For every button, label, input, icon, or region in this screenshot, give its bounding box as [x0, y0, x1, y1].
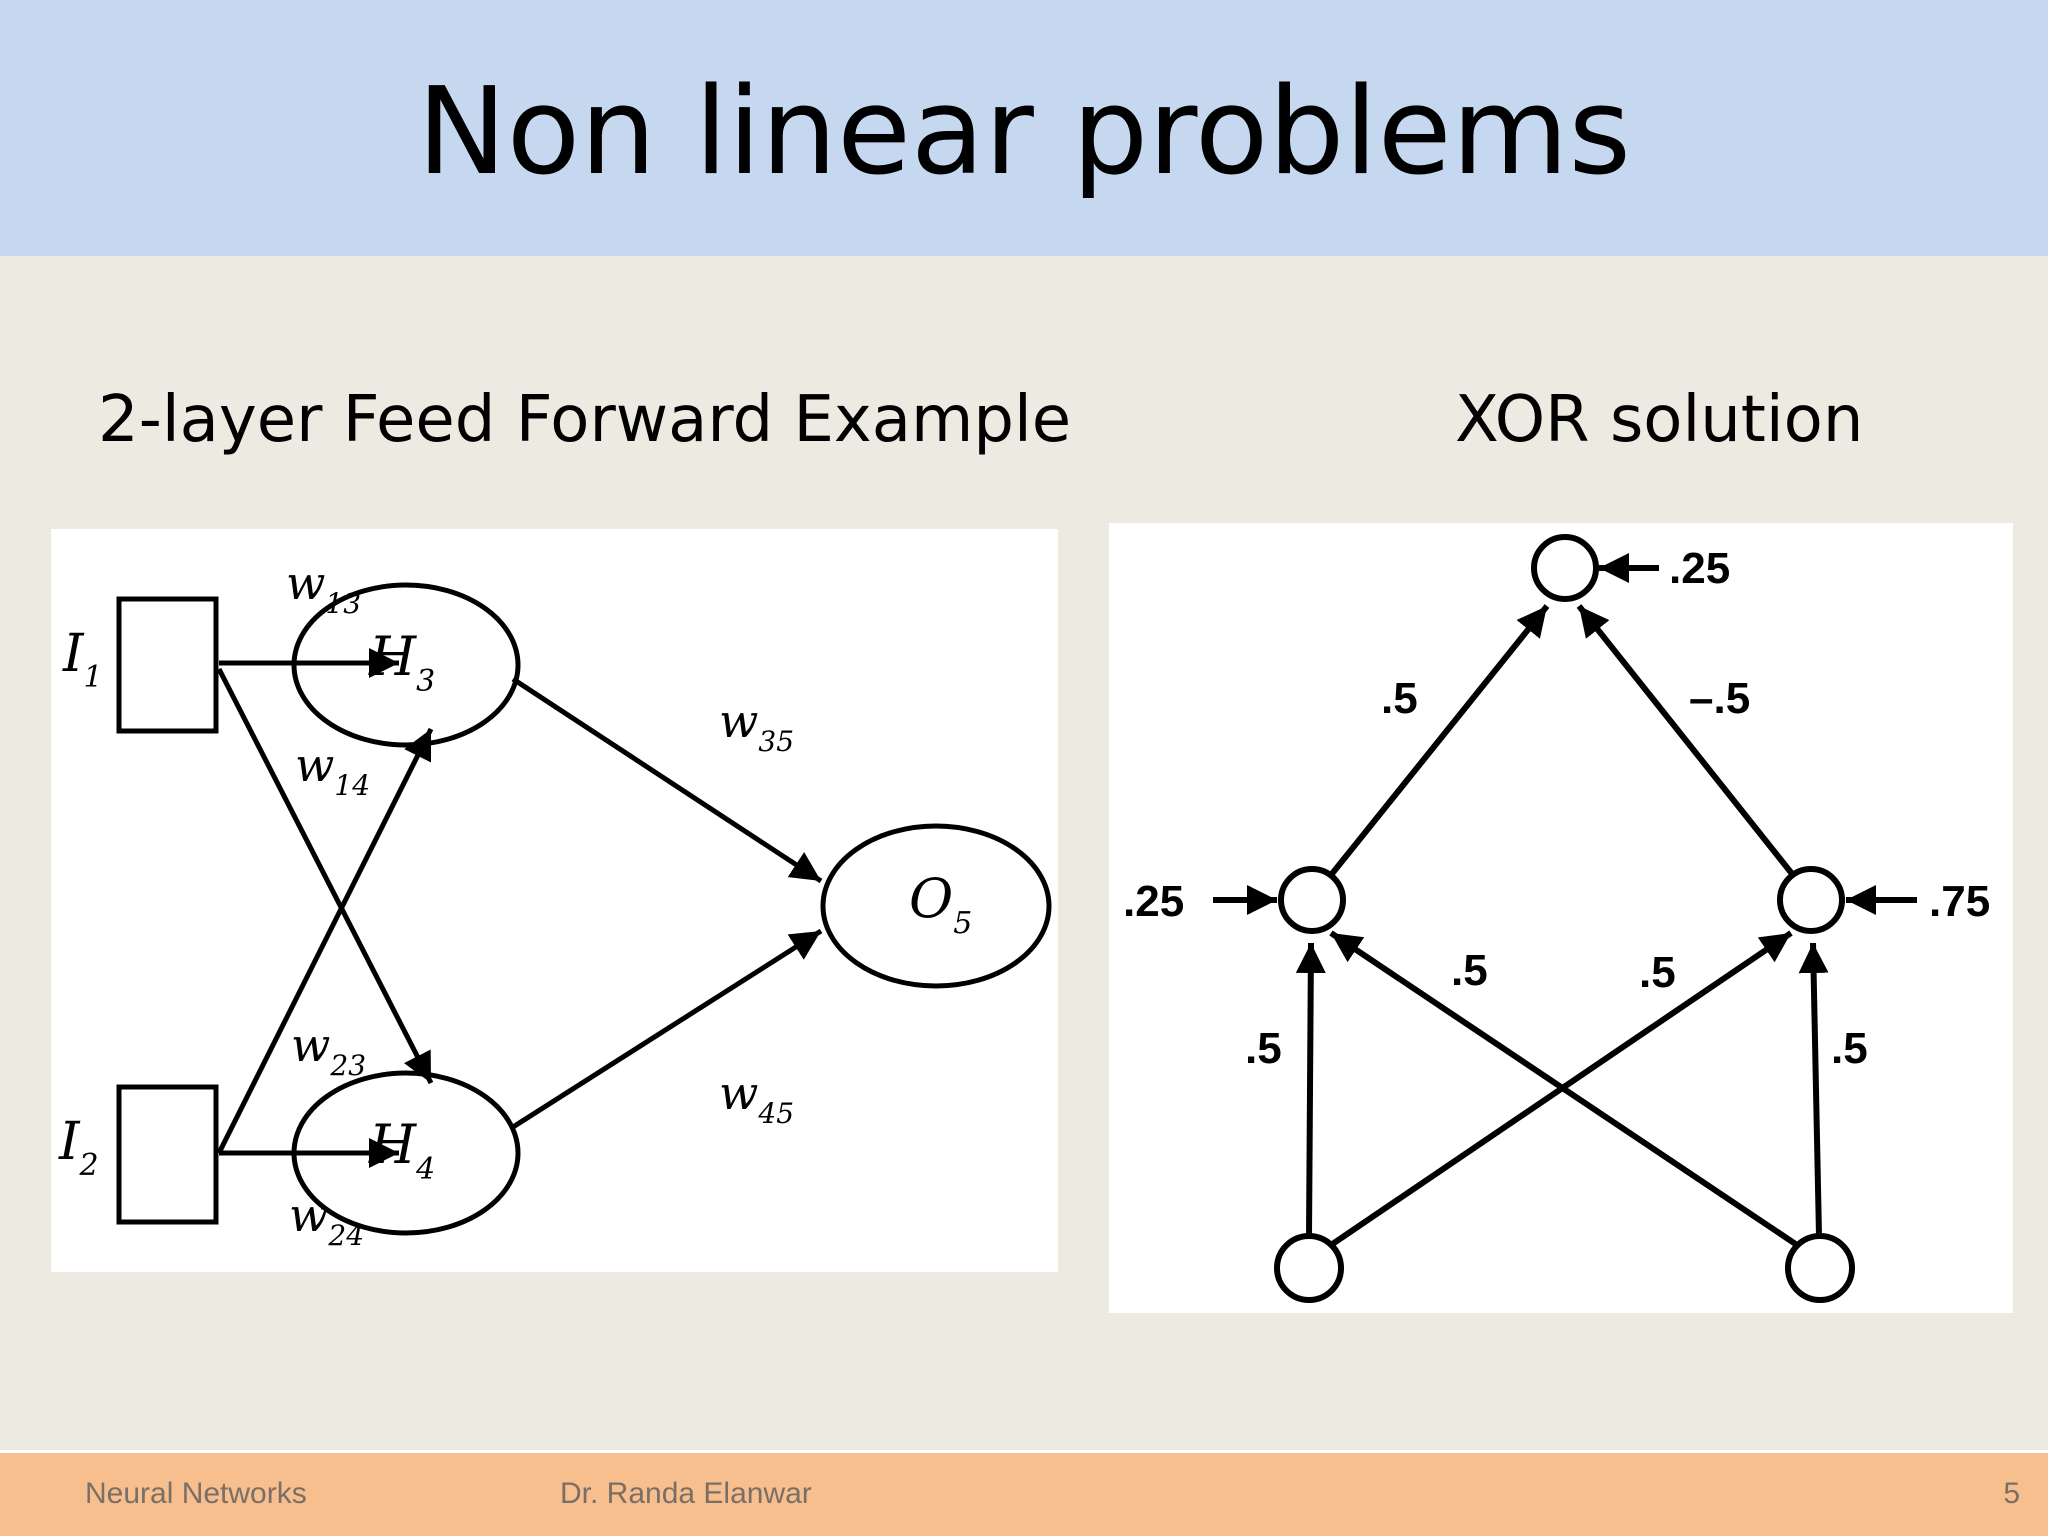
feed-forward-diagram: I1 I2 H3 H4 O5 w13 w14 w23 w24 w35 w45: [51, 529, 1058, 1272]
input-node-1: [116, 596, 219, 734]
xor-edge-inright-to-left: [1329, 930, 1799, 1248]
footer-bar: Neural Networks Dr. Randa Elanwar 5: [0, 1453, 2048, 1536]
footer-page-number: 5: [2003, 1477, 2020, 1510]
weight-label-13: w13: [286, 556, 361, 620]
xor-weight-left-output: .5: [1381, 674, 1418, 723]
input-label-1: I1: [62, 624, 103, 695]
footer-course: Neural Networks: [85, 1477, 307, 1510]
xor-right-hidden-bias: .75: [1929, 877, 1990, 926]
xor-input-node-right: [1785, 1233, 1855, 1303]
xor-edge-inright-to-right: [1798, 942, 1829, 1237]
subtitle-xor: XOR solution: [1455, 383, 1864, 457]
xor-weight-inright-left: .5: [1451, 946, 1488, 995]
edge-2-3: [216, 727, 434, 1155]
xor-weight-inleft-right: .5: [1639, 948, 1676, 997]
hidden-label-4: H4: [368, 1113, 435, 1187]
xor-output-node: [1531, 534, 1599, 602]
xor-weight-inright-right: .5: [1831, 1024, 1868, 1073]
subtitle-feed-forward: 2-layer Feed Forward Example: [98, 383, 1072, 457]
slide-title: Non linear problems: [416, 63, 1631, 202]
edge-3-5: [511, 676, 823, 884]
output-label-5: O5: [909, 867, 972, 941]
input-node-2: [116, 1084, 219, 1225]
output-node-5: [820, 823, 1052, 989]
xor-left-hidden-bias: .25: [1123, 877, 1184, 926]
edge-4-5: [511, 928, 823, 1130]
xor-edge-inleft-to-left: [1295, 942, 1326, 1237]
weight-label-24: w24: [289, 1188, 364, 1252]
weight-label-23: w23: [291, 1018, 366, 1082]
xor-edge-left-to-output: [1328, 604, 1550, 877]
weight-label-35: w35: [719, 694, 794, 758]
xor-weight-inleft-left: .5: [1245, 1024, 1282, 1073]
xor-hidden-node-left: [1278, 866, 1346, 934]
xor-input-node-left: [1274, 1233, 1344, 1303]
xor-diagram: .25 .25 .75 .5 –.5 .5 .5 .5 .5: [1109, 523, 2013, 1313]
xor-output-bias: .25: [1669, 544, 1730, 593]
input-label-2: I2: [58, 1112, 99, 1183]
footer-divider: [0, 1450, 2048, 1453]
xor-weight-right-output: –.5: [1689, 674, 1750, 723]
footer-author: Dr. Randa Elanwar: [560, 1477, 812, 1510]
xor-hidden-node-right: [1777, 866, 1845, 934]
hidden-label-3: H3: [368, 625, 435, 699]
title-bar: [0, 0, 2048, 256]
edge-1-4: [216, 667, 434, 1085]
xor-edge-right-to-output: [1576, 604, 1796, 877]
weight-label-14: w14: [295, 738, 370, 802]
weight-label-45: w45: [719, 1066, 794, 1130]
